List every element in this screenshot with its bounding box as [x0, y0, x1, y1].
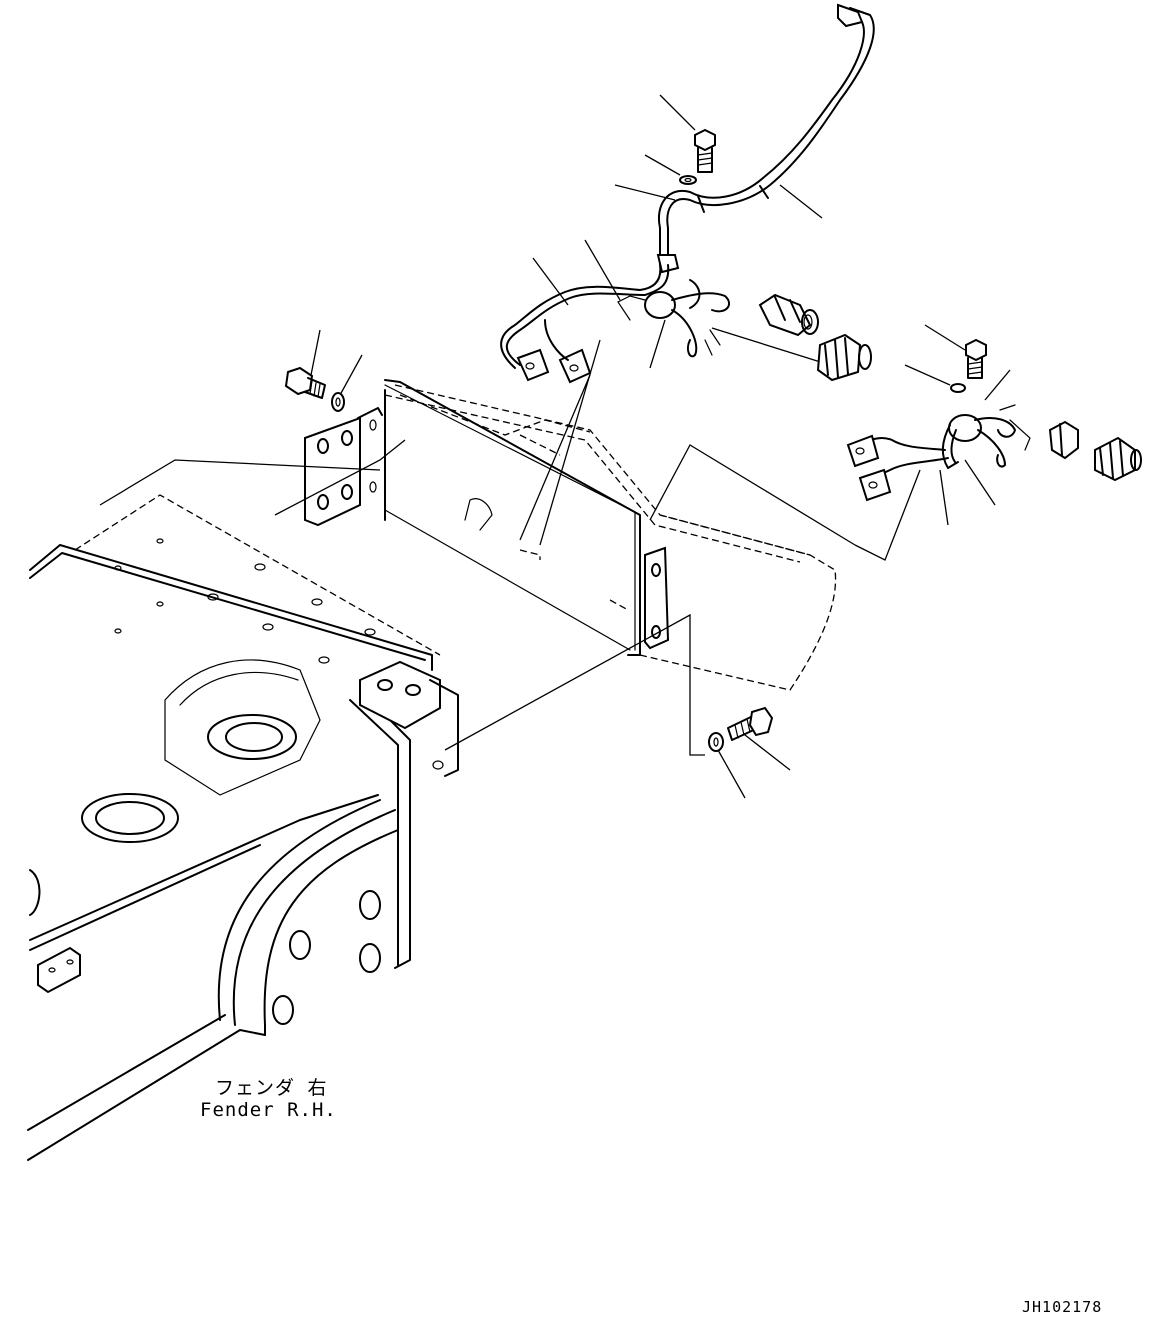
fender-label-english: Fender R.H.	[200, 1099, 337, 1121]
fender-holes	[114, 538, 376, 664]
bolt-bottom	[727, 706, 774, 741]
fender-body	[27, 494, 459, 1161]
bolt-top	[694, 128, 716, 173]
washer-top	[679, 175, 697, 185]
bolt-left	[284, 366, 326, 399]
fender-label-japanese: フェンダ 右	[215, 1077, 328, 1099]
bulb-top	[816, 333, 872, 382]
washer-right	[950, 383, 966, 393]
lamp-socket-top	[758, 293, 819, 337]
lamp-bracket	[304, 379, 837, 691]
lamp-socket-right	[1048, 420, 1079, 460]
bulb-right	[1094, 436, 1142, 482]
washer-bottom	[708, 732, 724, 752]
bolt-right	[965, 338, 987, 379]
wiring-harness-top	[500, 3, 875, 384]
leader-lines	[99, 94, 1011, 799]
washer-left	[331, 392, 345, 412]
wiring-harness-right	[846, 404, 1031, 502]
drawing-id: JH102178	[1022, 1298, 1103, 1316]
